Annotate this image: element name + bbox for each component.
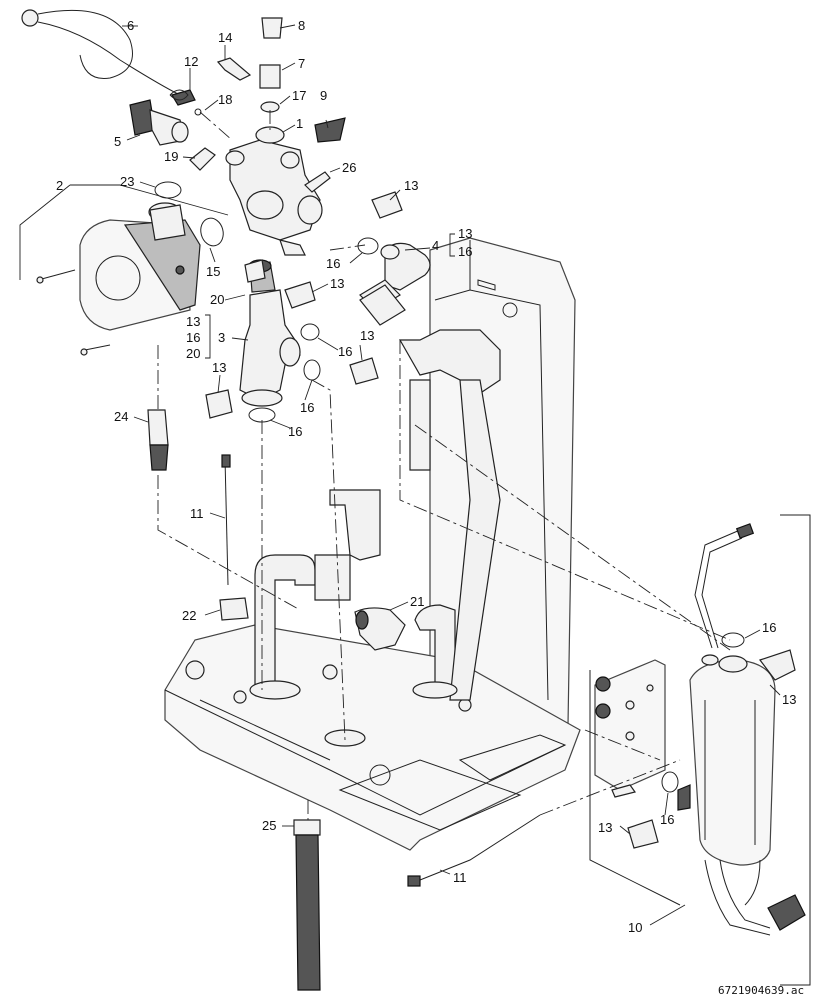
internal-pipes	[249, 329, 501, 747]
callout-9: 9	[320, 88, 327, 103]
callout-5: 5	[114, 134, 121, 149]
drain-cock	[314, 117, 346, 143]
adapter-24	[147, 409, 169, 471]
pressure-gauge-capillary	[21, 9, 196, 106]
spring-clip-26	[304, 171, 331, 193]
drain-hose-25	[293, 819, 321, 991]
callout-11a: 11	[190, 506, 204, 521]
callout-4-13: 13	[458, 226, 472, 241]
clips-13	[205, 191, 659, 849]
document-id: 6721904639.ac	[718, 984, 804, 997]
o-rings-16	[248, 237, 745, 793]
washer-18	[194, 108, 202, 116]
automatic-air-vent	[259, 17, 283, 113]
clip-14	[216, 57, 252, 81]
temperature-sensor-11	[221, 454, 541, 887]
callout-13c: 13	[360, 328, 374, 343]
o-ring-15	[200, 217, 224, 247]
callout-16a: 16	[326, 256, 340, 271]
cable-holder-22	[219, 597, 249, 621]
callout-16d: 16	[288, 424, 302, 439]
callout-14: 14	[218, 30, 232, 45]
callout-13e: 13	[782, 692, 796, 707]
callout-16e: 16	[762, 620, 776, 635]
callout-26: 26	[342, 160, 356, 175]
callout-6: 6	[127, 18, 134, 33]
callout-4: 4	[432, 238, 439, 253]
callout-22: 22	[182, 608, 196, 623]
callout-25: 25	[262, 818, 276, 833]
callout-16f: 16	[660, 812, 674, 827]
clip-12	[169, 89, 189, 101]
manifold-block	[225, 126, 323, 256]
callout-13b: 13	[330, 276, 344, 291]
assembly-lines	[157, 110, 731, 820]
callout-10: 10	[628, 920, 642, 935]
electric-heater-body	[677, 523, 806, 936]
callout-19: 19	[164, 149, 178, 164]
callout-13a: 13	[404, 178, 418, 193]
callout-17: 17	[292, 88, 306, 103]
callout-4-16: 16	[458, 244, 472, 259]
callout-3-13: 13	[186, 314, 200, 329]
heater-bracket-frame	[589, 514, 811, 986]
callout-18: 18	[218, 92, 232, 107]
callout-3-20: 20	[186, 346, 200, 361]
callout-3: 3	[218, 330, 225, 345]
callout-21: 21	[410, 594, 424, 609]
callout-20: 20	[210, 292, 224, 307]
callout-15: 15	[206, 264, 220, 279]
heater-mounting-plate	[594, 659, 666, 791]
hose-elbow	[359, 242, 431, 326]
callout-13f: 13	[598, 820, 612, 835]
callout-11b: 11	[453, 870, 467, 885]
callout-7: 7	[298, 56, 305, 71]
pressure-sensor-20	[244, 259, 266, 283]
callout-16c: 16	[300, 400, 314, 415]
callout-3-16: 16	[186, 330, 200, 345]
leader-lines	[19, 24, 781, 926]
callout-labels: 1 2 3 13 16 20 4 13 16 5 6 7 8 9 10 11 1…	[56, 18, 796, 935]
safety-valve	[129, 99, 189, 146]
elbow-21	[354, 607, 406, 651]
callout-13d: 13	[212, 360, 226, 375]
callout-12: 12	[184, 54, 198, 69]
callout-23: 23	[120, 174, 134, 189]
callout-2: 2	[56, 178, 63, 193]
callout-8: 8	[298, 18, 305, 33]
callout-24: 24	[114, 409, 128, 424]
callout-1: 1	[296, 116, 303, 131]
circulation-pump	[36, 202, 201, 356]
bracket-19	[189, 147, 216, 171]
callout-16b: 16	[338, 344, 352, 359]
